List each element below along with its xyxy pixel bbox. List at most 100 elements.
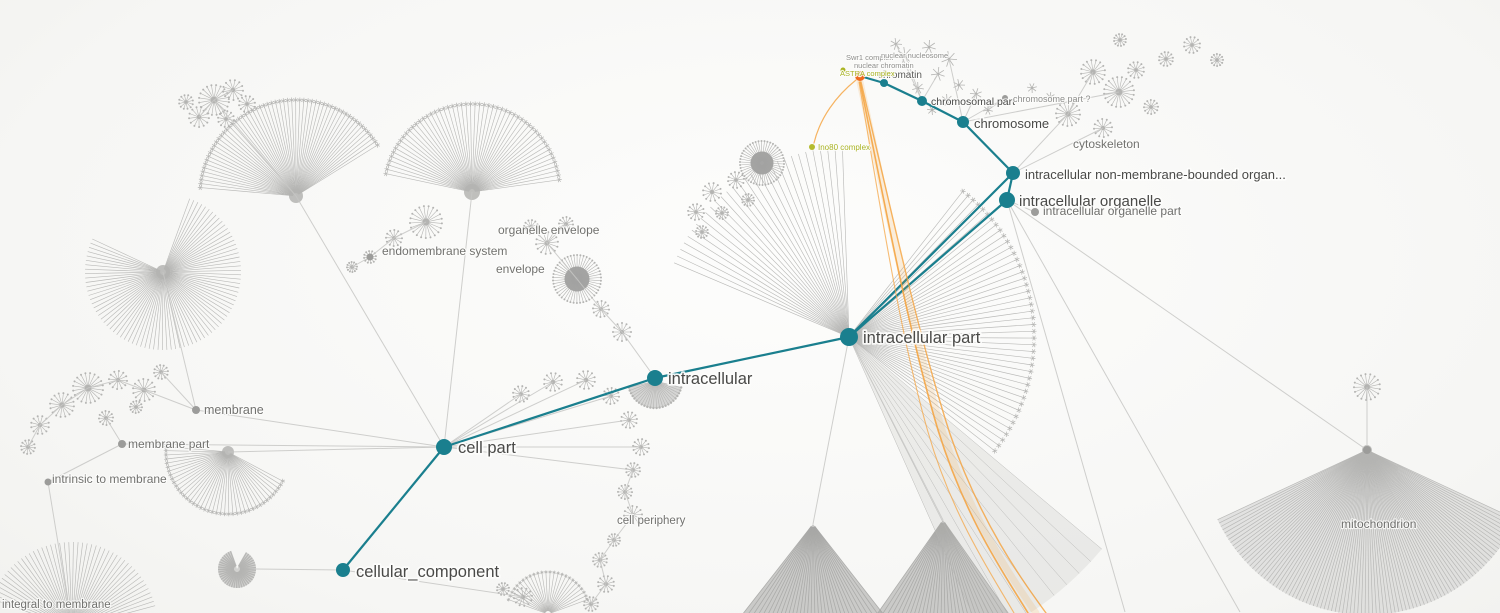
- orange-link: [813, 79, 857, 144]
- label-chromosome[interactable]: chromosome: [972, 114, 1051, 133]
- node-astra-complex[interactable]: [840, 67, 846, 73]
- mini-dandelion: [592, 552, 608, 568]
- highlight-edge: [342, 446, 445, 571]
- fan-cluster: [1217, 445, 1500, 613]
- mini-dandelion: [523, 219, 539, 235]
- edge: [393, 221, 427, 239]
- label-organelle-envelope[interactable]: organelle envelope: [497, 222, 601, 238]
- node-cell-part[interactable]: [436, 439, 452, 455]
- highlight-edge: [848, 199, 1008, 338]
- edge: [227, 446, 445, 453]
- edge: [576, 278, 602, 310]
- mini-dandelion: [1210, 53, 1224, 67]
- edge: [213, 99, 297, 197]
- label-chromosomal-part[interactable]: chromosomal part: [930, 95, 1016, 109]
- label-cell-periphery[interactable]: cell periphery: [616, 514, 687, 528]
- label-intracellular-part[interactable]: intracellular part: [861, 327, 982, 349]
- mini-dandelion: [702, 182, 722, 202]
- label-nuclear-nucleosome[interactable]: nuclear nucleosome: [880, 50, 949, 61]
- fan-cluster: [877, 520, 1009, 613]
- edge: [546, 242, 578, 280]
- label-layer: cellular_component cell part intracellular…: [1, 50, 1418, 612]
- mini-dandelion: [129, 400, 143, 414]
- node-nucleosome-selected[interactable]: [855, 71, 865, 81]
- node-endomembrane-system[interactable]: [366, 253, 374, 261]
- edge: [87, 379, 119, 389]
- edge: [962, 91, 1120, 123]
- label-intracellular-organelle-part[interactable]: intracellular organelle part: [1042, 203, 1183, 219]
- fan-cluster: [673, 147, 850, 337]
- edge-layer: [27, 43, 1368, 613]
- star-node: [1027, 83, 1037, 94]
- label-ino80-complex[interactable]: Ino80 complex: [817, 142, 871, 153]
- label-intracellular-organelle[interactable]: intracellular organelle: [1017, 191, 1163, 212]
- edge: [895, 43, 923, 102]
- node-intracellular-organelle[interactable]: [999, 192, 1015, 208]
- label-chromatin[interactable]: chromatin: [877, 69, 923, 82]
- edge: [599, 539, 615, 561]
- label-membrane-part[interactable]: membrane part: [127, 436, 211, 452]
- mini-dandelion: [108, 370, 128, 390]
- label-integral-to-membrane[interactable]: integral to membrane: [1, 598, 112, 612]
- label-membrane[interactable]: membrane: [203, 402, 265, 418]
- edge: [27, 424, 41, 448]
- fan-cluster: [627, 381, 683, 410]
- highlight-edge: [654, 335, 850, 380]
- fan-cluster: [197, 97, 380, 203]
- node-intrinsic-to-membrane[interactable]: [44, 478, 52, 486]
- edge: [1012, 127, 1104, 174]
- mini-dandelion: [72, 372, 104, 404]
- label-envelope[interactable]: envelope: [495, 261, 546, 277]
- highlight-edge: [883, 82, 923, 102]
- edge: [1006, 199, 1241, 613]
- mini-dandelion: [513, 587, 533, 607]
- highlight-edge: [443, 376, 656, 449]
- node-chromosomal-part[interactable]: [917, 96, 927, 106]
- label-cellular-component[interactable]: cellular_component: [354, 561, 501, 583]
- node-chromosome[interactable]: [957, 116, 969, 128]
- node-membrane-part[interactable]: [118, 440, 126, 448]
- node-chromosome-part-alt[interactable]: [1002, 95, 1008, 101]
- fan-cluster: [84, 198, 242, 351]
- node-intracellular-non-membrane-bounded-organelle[interactable]: [1006, 166, 1020, 180]
- node-cellular-component[interactable]: [336, 563, 350, 577]
- label-swr1-complex[interactable]: Swr1 complex: [845, 52, 895, 63]
- node-intracellular[interactable]: [647, 370, 663, 386]
- edge: [443, 446, 634, 471]
- label-intracellular[interactable]: intracellular: [666, 368, 754, 390]
- mini-dandelion: [1183, 36, 1201, 54]
- label-cytoskeleton[interactable]: cytoskeleton: [1072, 136, 1141, 152]
- mini-dandelion: [1353, 373, 1381, 401]
- label-endomembrane-system[interactable]: endomembrane system: [381, 243, 509, 259]
- node-chromatin[interactable]: [880, 79, 888, 87]
- label-intrinsic-to-membrane[interactable]: intrinsic to membrane: [51, 471, 168, 487]
- edge: [443, 419, 630, 448]
- edge: [1012, 113, 1069, 174]
- fan-cluster: [850, 188, 1037, 454]
- edge: [443, 393, 522, 448]
- edge: [848, 336, 944, 521]
- label-cell-part[interactable]: cell part: [456, 437, 518, 459]
- edge: [105, 417, 123, 445]
- edge: [198, 99, 215, 118]
- node-ino80-complex[interactable]: [809, 144, 815, 150]
- node-intracellular-part[interactable]: [840, 328, 858, 346]
- mini-dandelion: [741, 193, 755, 207]
- edge: [921, 73, 939, 102]
- label-nuclear-chromatin[interactable]: nuclear chromatin: [853, 60, 915, 71]
- edge: [600, 308, 623, 333]
- node-membrane[interactable]: [192, 406, 200, 414]
- edge: [613, 514, 634, 541]
- label-astra-complex[interactable]: ASTRA complex: [839, 68, 896, 79]
- mini-dandelion: [20, 439, 36, 455]
- label-mitochondrion[interactable]: mitochondrion: [1340, 516, 1418, 532]
- label-intracellular-non-membrane-bounded-organelle[interactable]: intracellular non-membrane-bounded organ…: [1023, 165, 1287, 184]
- mini-dandelion: [153, 364, 169, 380]
- label-chromosome-part-alt[interactable]: chromosome part ?: [1012, 93, 1092, 105]
- node-organelle-part[interactable]: [1031, 208, 1039, 216]
- edge: [624, 491, 634, 516]
- edge: [443, 381, 554, 448]
- node-mitochondrion[interactable]: [1363, 446, 1371, 454]
